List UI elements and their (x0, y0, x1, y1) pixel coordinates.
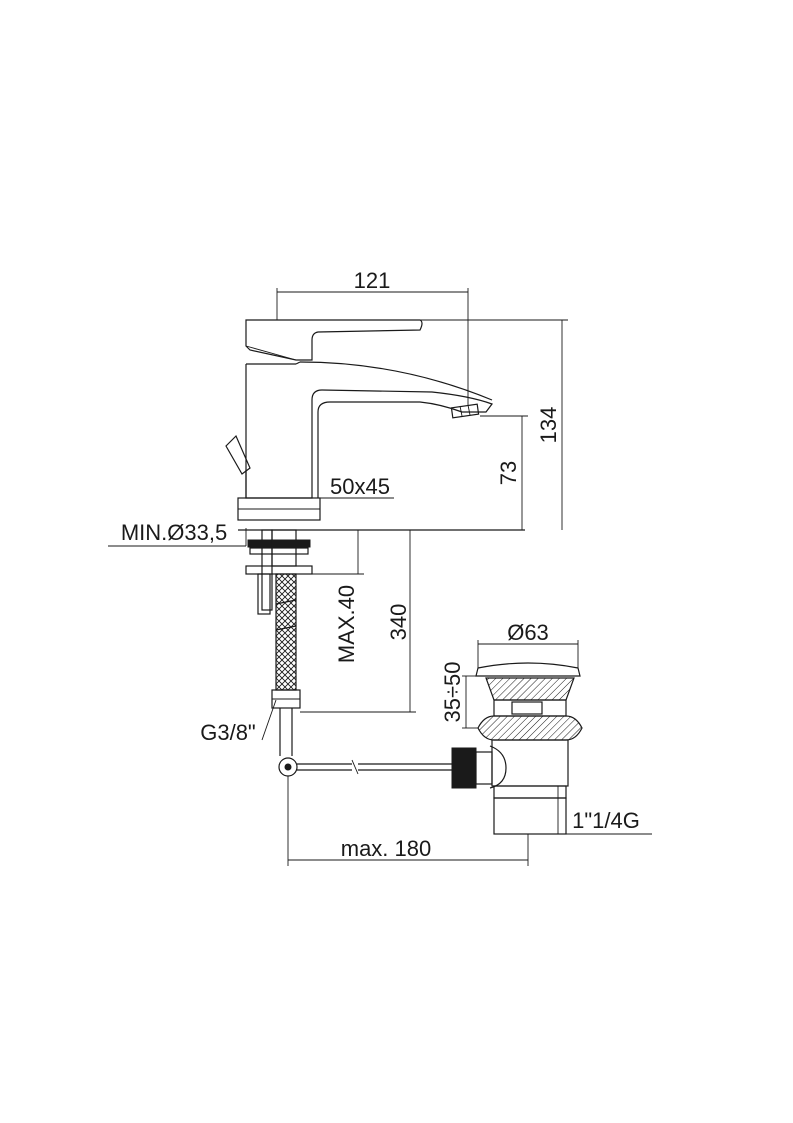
dim-deck-thickness-label: MAX.40 (334, 585, 359, 663)
dim-waste-thread-label: 1"1/4G (572, 808, 640, 833)
dim-waste-cap-diameter-label: Ø63 (507, 620, 549, 645)
dim-base-size-label: 50x45 (330, 474, 390, 499)
dim-spout-height-label: 73 (496, 461, 521, 485)
dim-spout-width-label: 121 (354, 268, 391, 293)
popup-rod (278, 757, 452, 777)
dim-total-height-label: 134 (536, 407, 561, 444)
under-deck-fixings (245, 529, 313, 756)
dim-rod-length-label: max. 180 (341, 836, 432, 861)
dim-waste-range-label: 35÷50 (440, 661, 465, 722)
dimension-lines (108, 288, 652, 866)
dim-hole-diameter-label: MIN.Ø33,5 (121, 520, 227, 545)
dim-hose-connection-label: G3/8" (200, 720, 256, 745)
waste-assembly (451, 662, 583, 835)
dim-hose-length-label: 340 (386, 604, 411, 641)
